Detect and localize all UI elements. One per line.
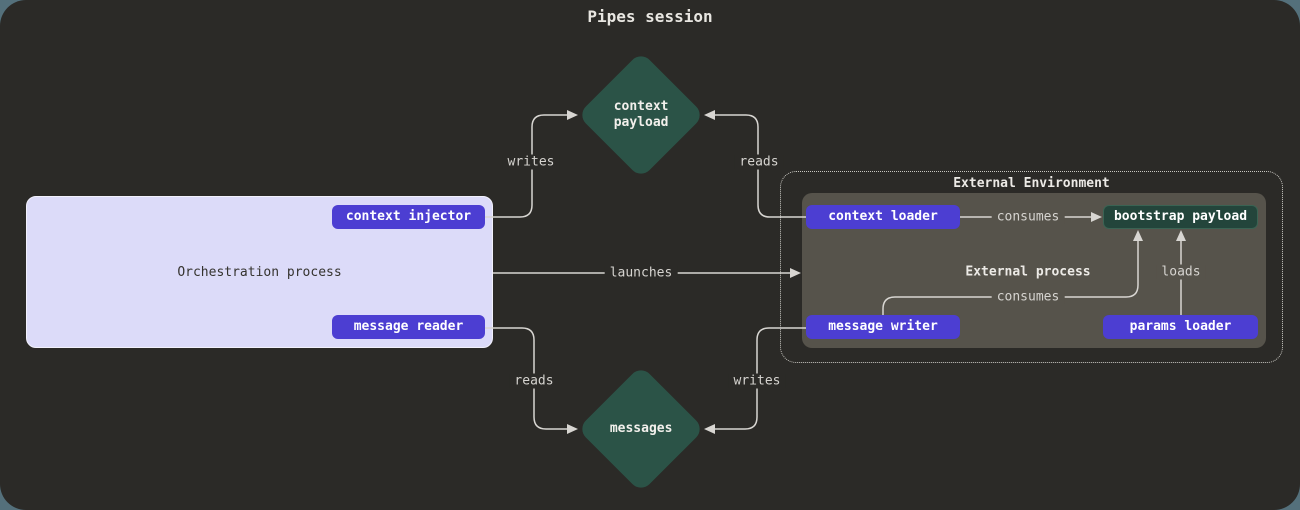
edge-label-loads: loads (1156, 264, 1206, 280)
edge-writes-bottom-arrowhead (704, 424, 715, 434)
orchestration-process-label: Orchestration process (177, 264, 342, 280)
external-process-label: External process (965, 264, 1091, 280)
external-environment-label: External Environment (953, 176, 1110, 191)
node-context-loader: context loader (806, 205, 960, 229)
edge-launches-arrowhead (790, 268, 801, 278)
node-message-reader: message reader (332, 315, 485, 339)
edge-loads-arrowhead (1176, 230, 1186, 241)
edge-writes-top-arrowhead (567, 110, 578, 120)
diagram-title: Pipes session (587, 7, 713, 26)
node-bootstrap-payload: bootstrap payload (1103, 205, 1258, 229)
edge-reads-bottom-arrowhead (567, 424, 578, 434)
node-context-injector: context injector (332, 205, 485, 229)
edge-label-reads-bottom: reads (509, 373, 559, 389)
edge-label-writes-bottom: writes (728, 373, 786, 389)
node-message-writer: message writer (806, 315, 960, 339)
edge-label-writes-top: writes (502, 154, 560, 170)
node-params-loader: params loader (1103, 315, 1258, 339)
edge-label-reads-top: reads (734, 154, 784, 170)
edge-label-launches: launches (604, 265, 678, 281)
edge-consumes-bottom-arrowhead (1133, 230, 1143, 241)
edge-reads-top-arrowhead (704, 110, 715, 120)
edge-label-consumes-bottom: consumes (991, 289, 1065, 305)
edge-label-consumes-top: consumes (991, 209, 1065, 225)
edge-consumes-top-arrowhead (1091, 212, 1102, 222)
external-environment-box: External Environment (780, 171, 1283, 363)
